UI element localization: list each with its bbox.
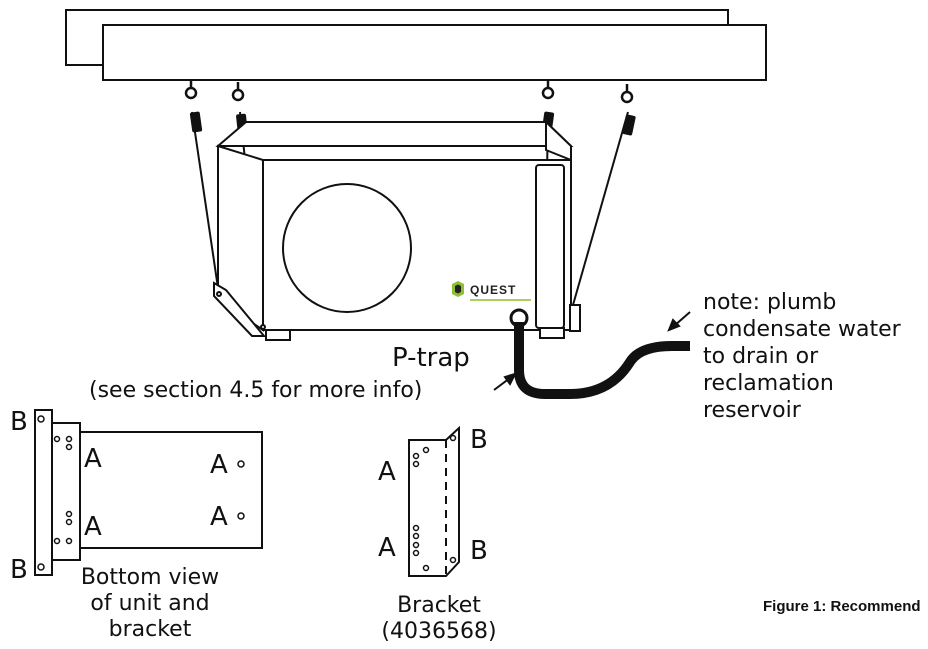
condensate-note: note: plumb condensate water to drain or… [703, 290, 902, 423]
ceiling-beams [65, 9, 767, 81]
svg-text:to drain or: to drain or [703, 344, 819, 369]
quest-logo: QUEST [452, 281, 531, 301]
callout-arrows [493, 311, 691, 391]
svg-text:note: plumb: note: plumb [703, 290, 836, 315]
figure-caption: Figure 1: Recommend [763, 598, 921, 615]
dehumidifier-unit [215, 119, 574, 332]
svg-text:Bracket: Bracket [397, 593, 481, 618]
unit-footprint [48, 431, 263, 549]
fan-grille [282, 183, 412, 313]
bracket-caption: Bracket (4036568) [381, 593, 496, 644]
bottom-label-a-4: A [210, 502, 228, 532]
svg-text:bracket: bracket [109, 617, 192, 642]
ptrap-label: P-trap [392, 343, 470, 373]
hook-icon [184, 86, 198, 100]
svg-text:Bottom view: Bottom view [81, 565, 219, 590]
svg-text:of unit and: of unit and [90, 591, 209, 616]
eye-hooks [184, 80, 634, 104]
beam-front [102, 24, 767, 81]
hook-icon [231, 88, 245, 102]
bottom-label-b-bottom: B [10, 555, 28, 585]
p-trap-hose [509, 308, 690, 399]
svg-text:reservoir: reservoir [703, 398, 802, 423]
brand-text: QUEST [470, 283, 516, 297]
bracket-label-b-bottom: B [470, 536, 488, 566]
bottom-label-a-3: A [210, 450, 228, 480]
hook-icon [541, 86, 555, 100]
unit-top [215, 121, 574, 147]
ptrap-note: (see section 4.5 for more info) [89, 378, 422, 403]
bottom-label-a-1: A [84, 444, 102, 474]
bottom-view-caption: Bottom view of unit and bracket [81, 565, 219, 642]
svg-text:condensate water: condensate water [703, 317, 902, 342]
bottom-label-b-top: B [10, 407, 28, 437]
svg-text:(4036568): (4036568) [381, 619, 496, 644]
mounting-brackets [213, 281, 581, 341]
bracket-label-a-bottom: A [378, 533, 396, 563]
svg-text:reclamation: reclamation [703, 371, 834, 396]
springs [189, 111, 636, 137]
filter-panel [535, 164, 565, 329]
bracket-label-a-top: A [378, 457, 396, 487]
hook-icon [620, 90, 634, 104]
bracket-body [408, 425, 460, 577]
bottom-view [34, 409, 263, 576]
bracket-outline [34, 409, 53, 576]
bottom-label-a-2: A [84, 512, 102, 542]
bracket-part [408, 425, 460, 577]
bracket-label-b-top: B [470, 425, 488, 455]
